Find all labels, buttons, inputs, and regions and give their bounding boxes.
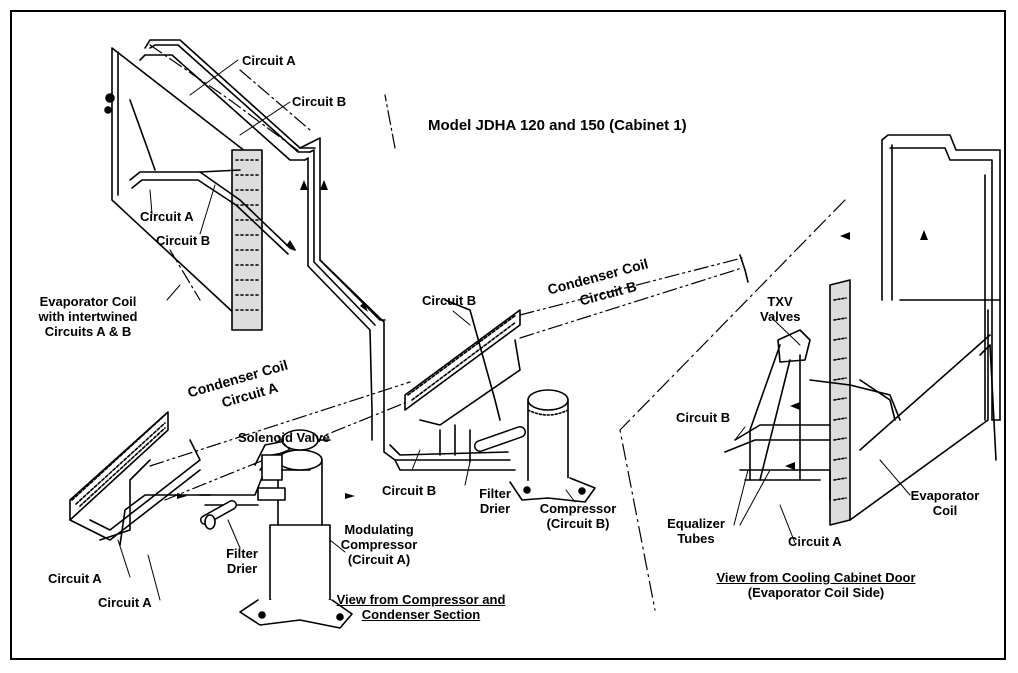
label-circuit-a-bottom-2: Circuit A <box>98 595 152 610</box>
txv-line-2: Valves <box>760 309 801 324</box>
mod-comp-line-1: Modulating <box>344 522 414 537</box>
condenser-coil-a <box>69 411 211 546</box>
mod-comp-line-2: Compressor <box>340 537 418 552</box>
label-circuit-a-mid: Circuit A <box>140 209 194 224</box>
mod-comp-line-3: (Circuit A) <box>347 552 411 567</box>
diagram-title: Model JDHA 120 and 150 (Cabinet 1) <box>428 117 687 134</box>
caption-compressor-line-1: View from Compressor and <box>336 592 506 607</box>
evap-left-line-3: Circuits A & B <box>44 324 132 339</box>
label-evaporator-coil-right: Evaporator Coil <box>900 488 990 518</box>
evaporator-coil-left <box>104 47 263 331</box>
label-filter-drier-left: Filter Drier <box>220 546 264 576</box>
label-equalizer-tubes: Equalizer Tubes <box>656 516 736 546</box>
view-divider <box>619 199 846 611</box>
label-circuit-a-right: Circuit A <box>788 534 842 549</box>
equalizer-line-2: Tubes <box>677 531 715 546</box>
condenser-b-leader-2 <box>519 267 743 339</box>
label-compressor-b: Compressor (Circuit B) <box>528 501 628 531</box>
caption-compressor-line-2: Condenser Section <box>361 607 481 622</box>
filter-drier-right <box>474 426 526 452</box>
label-circuit-b-mid: Circuit B <box>156 233 211 248</box>
solenoid-valve <box>257 454 286 501</box>
evaporator-right-piping <box>724 329 901 501</box>
caption-compressor-view: View from Compressor and Condenser Secti… <box>306 592 536 622</box>
label-circuit-a-bottom-1: Circuit A <box>48 571 102 586</box>
label-circuit-b-center: Circuit B <box>422 293 477 308</box>
label-evaporator-coil-left: Evaporator Coil with intertwined Circuit… <box>18 294 158 339</box>
label-solenoid-valve: Solenoid Valve <box>238 430 330 445</box>
label-filter-drier-right: Filter Drier <box>470 486 520 516</box>
modulating-compressor <box>239 429 353 629</box>
evap-left-line-2: with intertwined <box>38 309 138 324</box>
evap-right-line-2: Coil <box>932 503 958 518</box>
label-modulating-compressor: Modulating Compressor (Circuit A) <box>324 522 434 567</box>
label-circuit-a-top: Circuit A <box>242 53 296 68</box>
condenser-a-leader-2 <box>164 399 413 501</box>
label-leaders <box>117 59 911 601</box>
equalizer-line-1: Equalizer <box>667 516 725 531</box>
label-circuit-b-lower: Circuit B <box>382 483 437 498</box>
piping-upper <box>129 39 386 449</box>
filter-drier-left <box>200 500 237 530</box>
label-circuit-b-right: Circuit B <box>676 410 731 425</box>
flow-arrows <box>177 180 928 499</box>
label-txv-valves: TXV Valves <box>760 294 801 324</box>
leader-lines-left <box>149 44 396 301</box>
filter-drier-left-line-2: Drier <box>226 561 258 576</box>
txv-line-1: TXV <box>767 294 793 309</box>
condenser-coil-b <box>404 299 521 426</box>
condenser-b-leader <box>519 257 743 316</box>
caption-cabinet-line-2: (Evaporator Coil Side) <box>747 585 885 600</box>
condenser-a-leader <box>149 381 411 467</box>
evaporator-coil-right <box>829 134 1001 526</box>
label-circuit-b-top: Circuit B <box>292 94 347 109</box>
evap-left-line-1: Evaporator Coil <box>39 294 137 309</box>
filter-drier-right-line-2: Drier <box>479 501 511 516</box>
compressor-b <box>509 389 596 503</box>
caption-cabinet-view: View from Cooling Cabinet Door (Evaporat… <box>686 570 946 600</box>
caption-cabinet-line-1: View from Cooling Cabinet Door <box>716 570 916 585</box>
filter-drier-left-line-1: Filter <box>226 546 258 561</box>
compressor-b-line-1: Compressor <box>539 501 617 516</box>
filter-drier-right-line-1: Filter <box>479 486 511 501</box>
condenser-b-mark <box>739 254 749 283</box>
evap-right-line-1: Evaporator <box>910 488 980 503</box>
right-pipe-stub <box>979 344 997 461</box>
compressor-b-line-2: (Circuit B) <box>546 516 610 531</box>
